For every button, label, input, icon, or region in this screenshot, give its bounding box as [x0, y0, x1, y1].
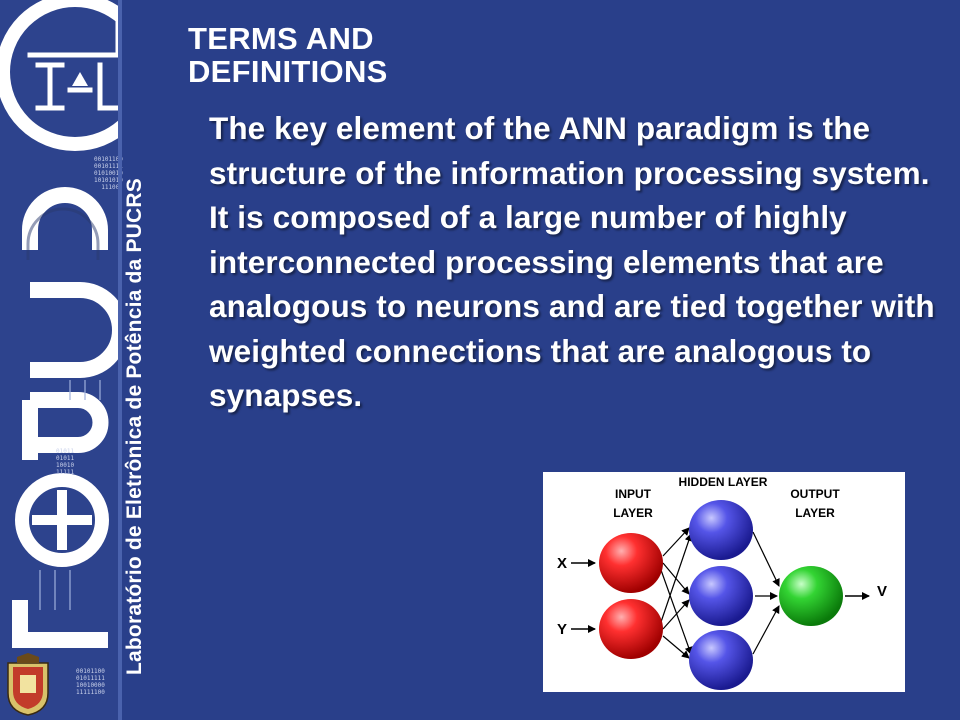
input-hidden-connections	[660, 527, 693, 659]
sidebar: 00101100 00101111 01010010 10101010 1110…	[0, 0, 146, 720]
output-layer-label-2: LAYER	[795, 506, 835, 520]
sidebar-divider	[118, 0, 122, 720]
binary-text-bottom: 00101100 01011111 10010000 11111100	[76, 668, 105, 696]
hidden-node-3	[689, 630, 753, 690]
neural-network-diagram: INPUT LAYER HIDDEN LAYER OUTPUT LAYER X …	[543, 472, 905, 692]
input-layer-label-1: INPUT	[615, 487, 652, 501]
input-layer-label-2: LAYER	[613, 506, 653, 520]
page-title: TERMS AND DEFINITIONS	[188, 22, 388, 88]
title-line-2: DEFINITIONS	[188, 54, 388, 89]
output-node	[779, 566, 843, 626]
hidden-layer-label: HIDDEN LAYER	[679, 475, 768, 489]
triangle-icon	[72, 72, 88, 86]
binary-text-top: 00101100 00101111 01010010 10101010 1110…	[94, 156, 123, 191]
body-paragraph: The key element of the ANN paradigm is t…	[209, 110, 935, 413]
input-node-x	[599, 533, 663, 593]
binary-text-mid: 01011 01011 10010 11111	[56, 448, 75, 476]
input-node-y	[599, 599, 663, 659]
input-y-label: Y	[557, 621, 567, 638]
output-v-label: V	[877, 583, 887, 600]
hidden-node-1	[689, 500, 753, 560]
input-x-label: X	[557, 555, 567, 572]
hidden-output-connections	[752, 531, 780, 655]
university-emblem	[7, 653, 49, 716]
vertical-lab-name: Laboratório de Eletrônica de Potência da…	[123, 178, 146, 675]
title-line-1: TERMS AND	[188, 21, 374, 56]
output-layer-label-1: OUTPUT	[790, 487, 840, 501]
hidden-node-2	[689, 566, 753, 626]
lepuc-logo	[0, 0, 118, 648]
